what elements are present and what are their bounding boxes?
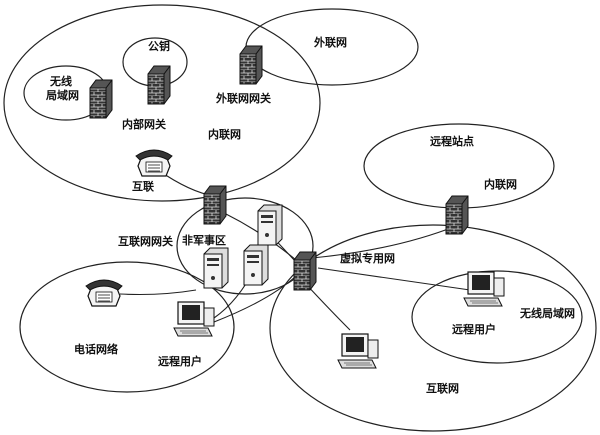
wire-phone-left <box>119 289 197 296</box>
brick-firewall-icon <box>239 45 263 85</box>
label-internal-gateway: 内部网关 <box>122 117 166 131</box>
label-remote-intranet: 内联网 <box>484 177 517 191</box>
label-telephone-network: 电话网络 <box>74 342 118 356</box>
server-tower-icon <box>203 247 229 289</box>
label-wireless-lan-top2: 局域网 <box>45 88 79 102</box>
desktop-computer-icon <box>337 333 379 369</box>
dmz-zone <box>176 197 314 295</box>
brick-firewall-icon <box>203 185 227 225</box>
brick-firewall-icon <box>293 251 317 291</box>
brick-firewall-icon <box>445 195 469 235</box>
label-remote-user-left: 远程用户 <box>158 354 202 368</box>
telephone-icon <box>135 149 173 177</box>
intranet-zone <box>3 4 321 202</box>
label-internet-gateway: 互联网网关 <box>118 234 173 248</box>
label-wireless-lan-top: 无线 <box>49 74 72 88</box>
wire-remote-site <box>311 225 457 259</box>
brick-firewall-icon <box>147 65 171 105</box>
wire-vpn-to-right-user <box>317 267 471 291</box>
label-interconnect: 互联 <box>132 179 154 193</box>
label-public-key: 公钥 <box>148 39 170 53</box>
label-remote-site: 远程站点 <box>430 134 474 148</box>
label-dmz: 非军事区 <box>182 233 226 247</box>
telephone-network-zone <box>19 261 235 393</box>
wire-vpn-to-left-user <box>213 275 297 323</box>
brick-firewall-icon <box>89 79 113 119</box>
label-vpn: 虚拟专用网 <box>340 251 395 265</box>
desktop-computer-icon <box>463 271 505 307</box>
label-internet: 互联网 <box>426 381 459 395</box>
telephone-icon <box>85 279 123 307</box>
internet-zone <box>269 224 597 432</box>
label-wireless-lan-right: 无线局域网 <box>519 306 575 320</box>
desktop-computer-icon <box>173 301 215 337</box>
label-intranet: 内联网 <box>208 127 241 141</box>
wireless-lan-zone-right <box>411 270 583 364</box>
label-extranet: 外联网 <box>313 35 347 49</box>
server-tower-icon <box>243 244 269 286</box>
label-remote-user-right: 远程用户 <box>452 322 496 336</box>
server-tower-icon <box>257 204 283 246</box>
label-extranet-gateway: 外联网网关 <box>215 91 271 105</box>
